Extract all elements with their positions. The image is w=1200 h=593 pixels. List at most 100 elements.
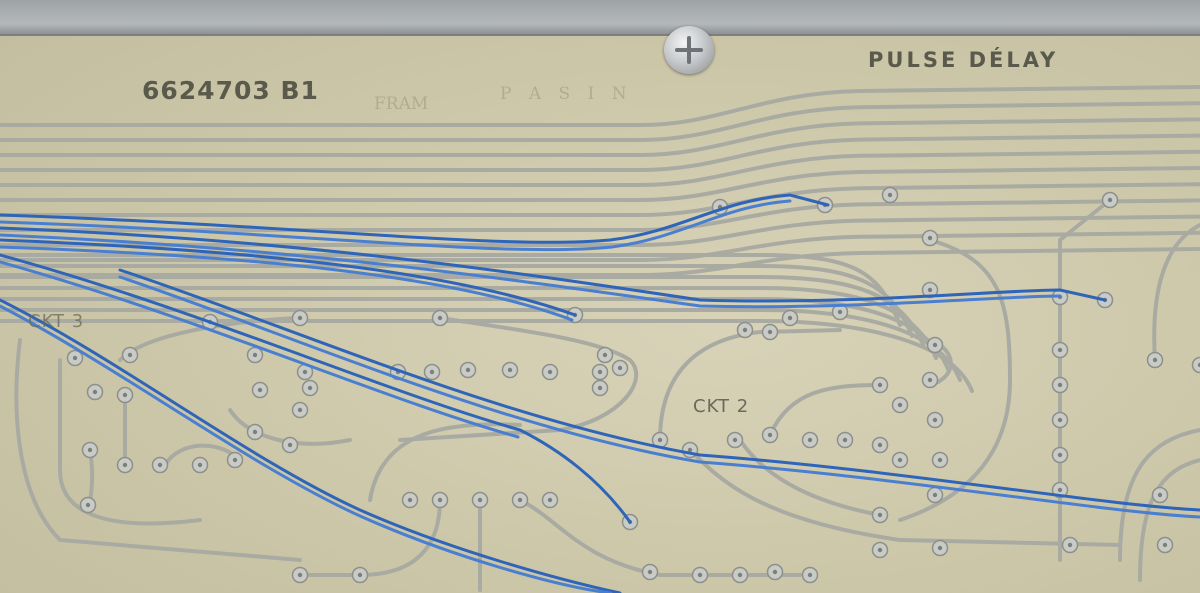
curved-trace [368,422,522,502]
pad-hole [127,352,133,358]
pad-hole [477,497,483,503]
pad-hole [737,572,743,578]
curved-trace [14,338,302,562]
jumper-wire [0,260,520,439]
pad-hole [72,355,78,361]
curved-trace [1118,428,1200,562]
pad-hole [897,402,903,408]
pad-hole [85,502,91,508]
pad-hole [937,545,943,551]
solder-pads [66,186,1200,584]
jumper-wire [0,304,612,593]
jumper-wires [0,193,1200,593]
pad-hole [437,315,443,321]
pad-hole [767,432,773,438]
circuit-3-label: CKT 3 [28,311,85,332]
bus-trace [0,214,1200,247]
pad-hole [257,387,263,393]
jumper-wire [0,298,622,593]
pad-hole [732,437,738,443]
pad-hole [547,497,553,503]
bus-trace [0,85,1200,127]
curved-trace [658,328,842,442]
bus-trace [0,319,974,393]
pad-hole [932,492,938,498]
pad-hole [157,462,163,468]
pad-hole [1157,492,1163,498]
curved-trace [228,408,352,446]
pad-hole [877,512,883,518]
pad-hole [932,417,938,423]
solder-pad [1191,356,1200,374]
pad-hole [302,369,308,375]
pad-hole [437,497,443,503]
pad-hole [232,457,238,463]
pad-hole [287,442,293,448]
pad-hole [767,329,773,335]
pad-hole [122,392,128,398]
pad-hole [197,462,203,468]
pad-hole [297,407,303,413]
pad-hole [92,389,98,395]
jumper-wire [0,238,577,317]
pad-hole [1152,357,1158,363]
pad-hole [927,377,933,383]
curved-trace [1138,458,1200,582]
pad-hole [772,569,778,575]
curved-trace [518,498,802,577]
pad-hole [807,437,813,443]
board-title: PULSE DÉLAY [868,48,1059,72]
pad-hole [927,235,933,241]
curved-trace [768,383,882,437]
bus-trace [0,101,1200,142]
curved-trace [86,448,95,507]
curved-trace [1152,223,1200,362]
pad-hole [887,192,893,198]
pad-hole [1197,362,1200,368]
pad-hole [507,367,513,373]
circuit-2-label: CKT 2 [693,396,750,417]
jumper-wire [0,245,574,322]
faint-mark-right: P A S I N [500,84,633,104]
pad-hole [937,457,943,463]
pad-hole [547,369,553,375]
pad-hole [697,572,703,578]
pad-hole [597,385,603,391]
pad-hole [1057,487,1063,493]
pad-hole [807,572,813,578]
pad-hole [597,369,603,375]
pad-hole [407,497,413,503]
pad-hole [357,572,363,578]
curved-trace [1058,198,1112,242]
copper-traces [0,85,1200,592]
curved-trace [298,498,442,577]
pad-hole [1107,197,1113,203]
curved-trace [398,316,638,442]
jumper-wire [0,193,830,244]
pad-hole [602,352,608,358]
pad-hole [1057,452,1063,458]
pad-hole [252,429,258,435]
pad-hole [877,442,883,448]
jumper-wire [0,253,632,524]
jumper-wire [118,268,1200,512]
pad-hole [927,287,933,293]
pad-hole [465,367,471,373]
jumper-wire [0,233,1062,309]
pad-hole [687,447,693,453]
pad-hole [647,569,653,575]
pad-hole [742,327,748,333]
pad-hole [1067,542,1073,548]
part-number: 6624703 B1 [142,76,319,105]
bus-trace [0,149,1200,187]
pad-hole [1057,382,1063,388]
pad-hole [877,382,883,388]
pad-hole [617,365,623,371]
jumper-wire [118,275,1200,519]
pad-hole [932,342,938,348]
pad-hole [517,497,523,503]
pad-hole [429,369,435,375]
pad-hole [787,315,793,321]
